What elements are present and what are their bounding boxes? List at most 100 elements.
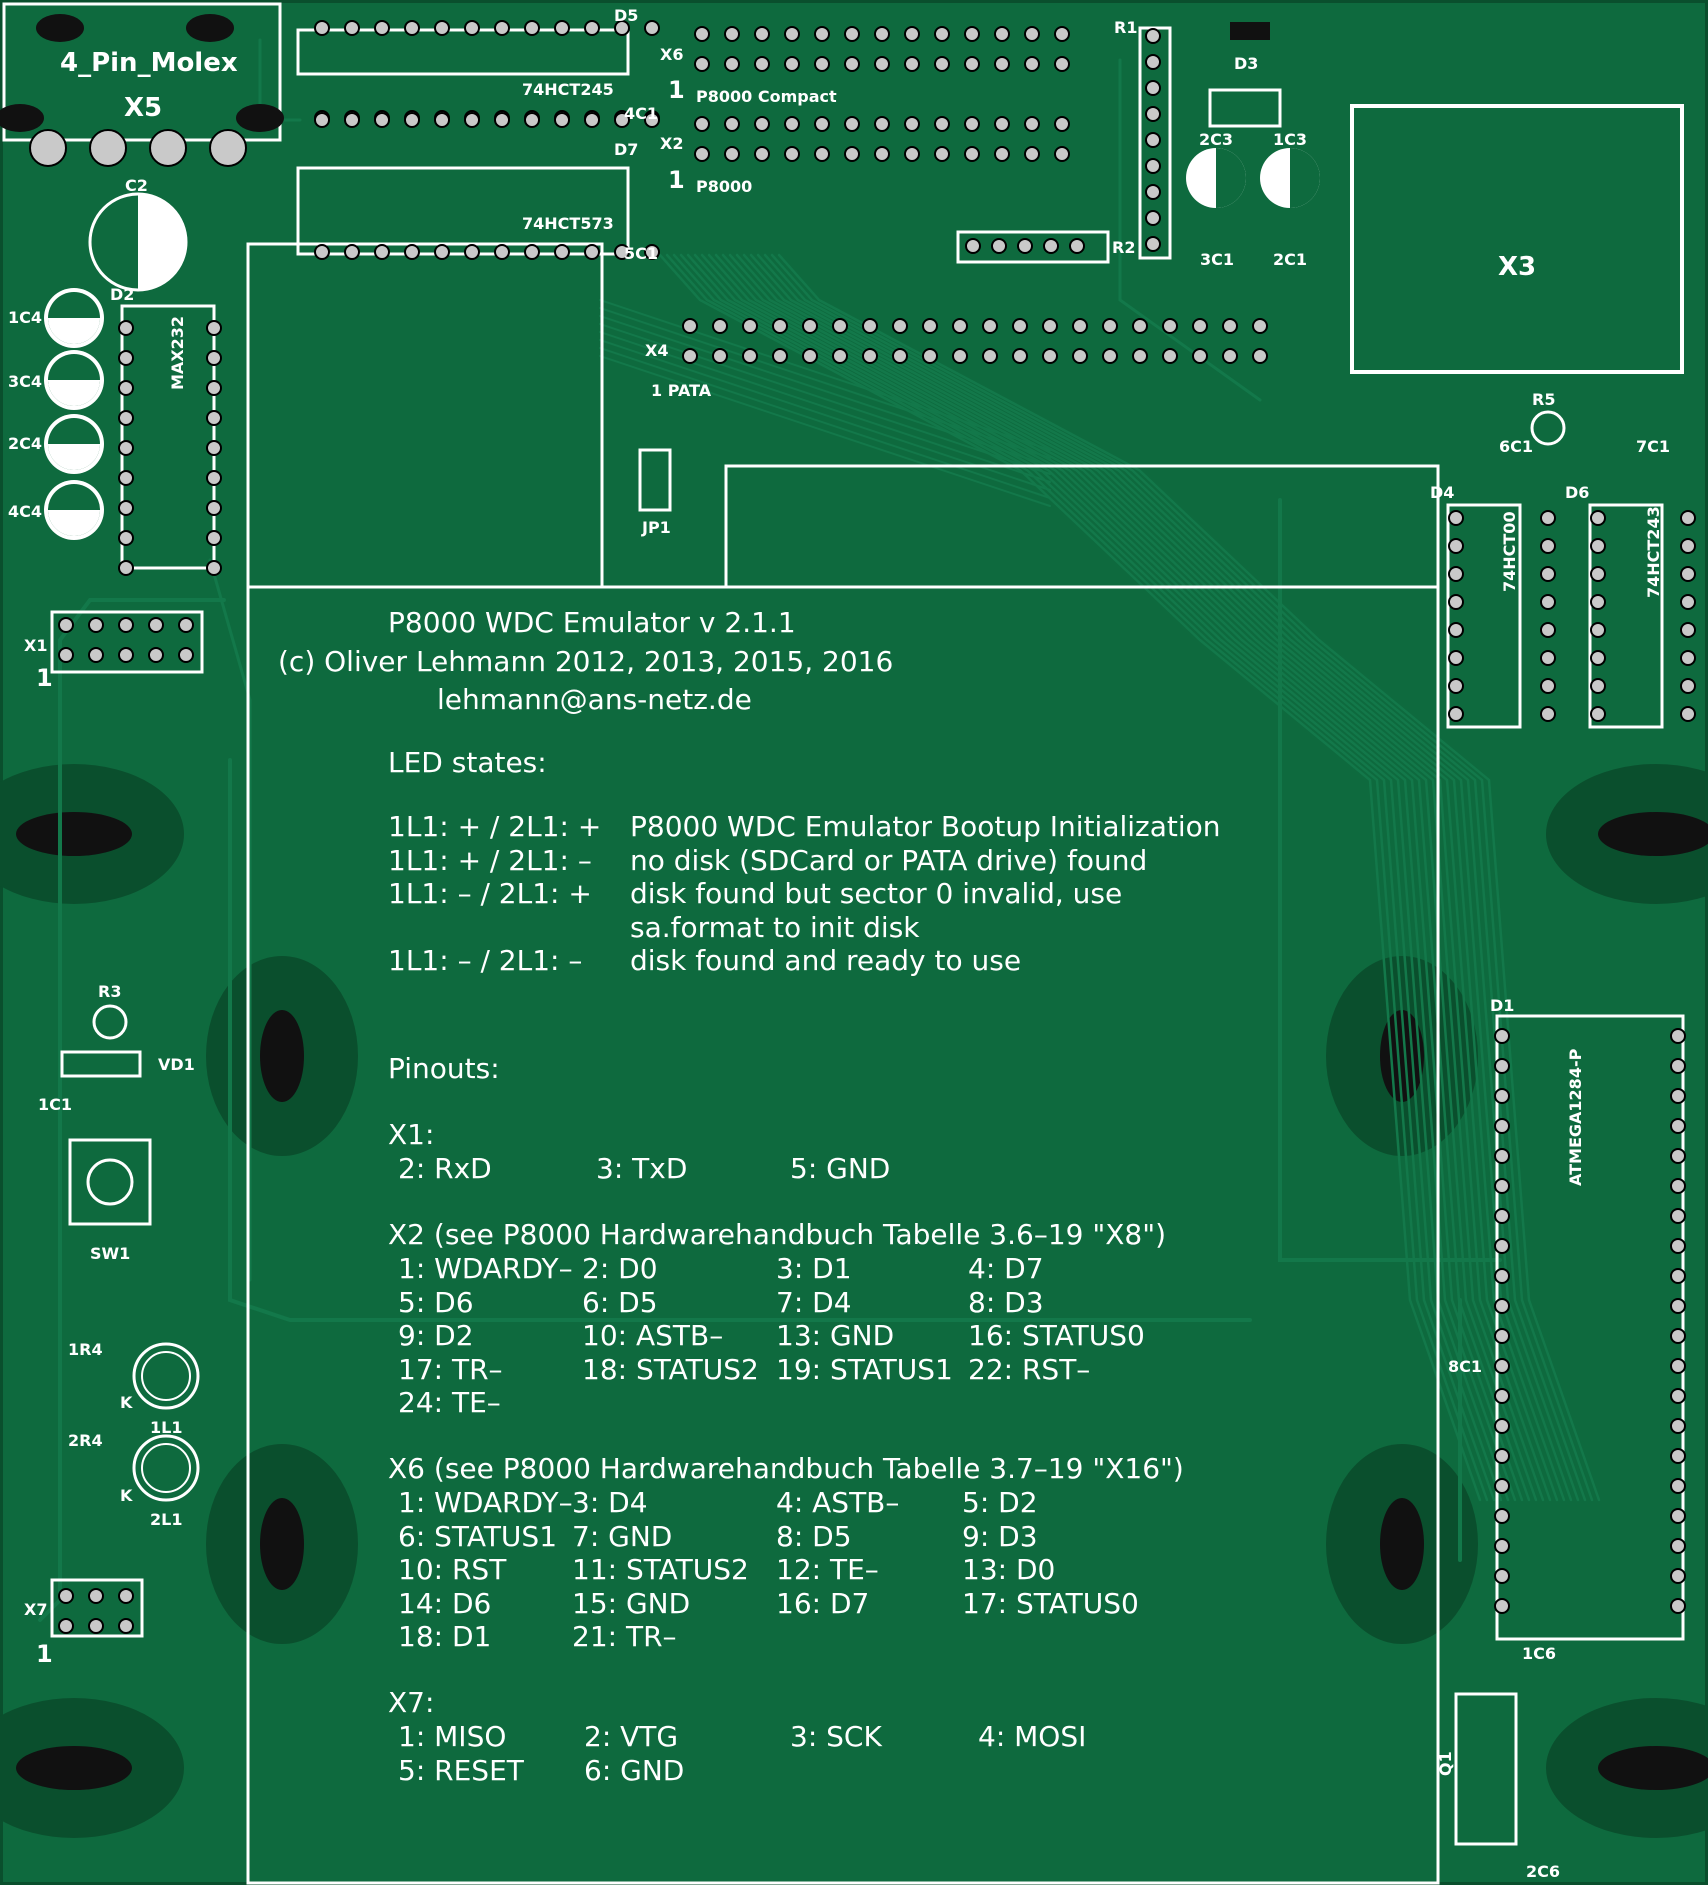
atmega-pin [1670, 1058, 1686, 1074]
header-pin [904, 56, 920, 72]
max232-pin [118, 440, 134, 456]
header-pin [994, 146, 1010, 162]
max232-pin [118, 410, 134, 426]
header-pin [874, 146, 890, 162]
header-pin [844, 26, 860, 42]
header-pin [724, 116, 740, 132]
d4-pin [1448, 510, 1464, 526]
r1-pin [1145, 28, 1161, 44]
x7-heading: X7: [388, 1686, 435, 1719]
x6-pin-cell: 16: D7 [776, 1586, 870, 1620]
ic-pin [344, 244, 360, 260]
pata-pin [892, 348, 908, 364]
header-pin [724, 26, 740, 42]
pata-pin [1072, 318, 1088, 334]
c1-3-label: 1C3 [1273, 130, 1308, 149]
d6-pin [1680, 706, 1696, 722]
header-pin [724, 146, 740, 162]
r5-label: R5 [1532, 390, 1556, 409]
c5-1-label: 5C1 [624, 244, 659, 263]
x5-name: 4_Pin_Molex [60, 48, 238, 78]
ic-pin [314, 112, 330, 128]
pata-pin [1252, 348, 1268, 364]
atmega-pin [1494, 1418, 1510, 1434]
molex-tab [36, 14, 84, 42]
x6-pin-cell: 12: TE– [776, 1553, 879, 1586]
d4-pin [1540, 566, 1556, 582]
ic-pin [524, 112, 540, 128]
ic-pin [344, 112, 360, 128]
r1-pin [1145, 184, 1161, 200]
atmega-pin [1494, 1328, 1510, 1344]
ic-pin [614, 112, 630, 128]
r2-pin [1043, 238, 1059, 254]
copper-trace [700, 253, 1524, 1502]
x6-pin-cell: 3: D4 [572, 1486, 648, 1519]
x1-pin [178, 617, 194, 633]
x7-pin-cell: 1: MISO [398, 1720, 507, 1753]
d6-pin [1680, 510, 1696, 526]
header-pin [1054, 146, 1070, 162]
x7-outline [50, 1578, 144, 1638]
d4-pin [1540, 594, 1556, 610]
x6-pin-cell: 18: D1 [398, 1620, 492, 1653]
x6-pin-cell: 21: TR– [572, 1620, 677, 1653]
ic-pin [554, 20, 570, 36]
led-state-desc: sa.format to init disk [630, 910, 920, 944]
c2-label: C2 [125, 176, 148, 195]
x7-pin1: 1 [36, 1640, 53, 1668]
d4-pin [1448, 622, 1464, 638]
atmega-pin [1670, 1208, 1686, 1224]
ic-pin [374, 112, 390, 128]
x2-pin-cell: 22: RST– [968, 1352, 1091, 1386]
pata-pin [742, 318, 758, 334]
copper-trace [599, 347, 1051, 499]
max232-pin [118, 560, 134, 576]
copper-trace [672, 253, 1496, 1502]
ic-pin [554, 244, 570, 260]
cap-marking [48, 318, 100, 344]
pata-pin [1132, 348, 1148, 364]
x6-pin-cell: 1: WDARDY– [398, 1486, 573, 1519]
d6-pin [1680, 594, 1696, 610]
d4-pin [1448, 706, 1464, 722]
header-pin [934, 116, 950, 132]
x4-label: 1 PATA [651, 381, 712, 400]
ic-pin [404, 112, 420, 128]
copper-trace [228, 758, 1252, 1322]
pata-pin [1012, 318, 1028, 334]
x7-pin-cell: 3: SCK [790, 1720, 882, 1753]
copper-trace [693, 253, 1517, 1502]
ic-pin [554, 112, 570, 128]
header-pin [694, 146, 710, 162]
led-outline [132, 1434, 200, 1502]
x7-pin-cell: 4: MOSI [978, 1720, 1087, 1753]
max232-pin [206, 410, 222, 426]
atmega-pin [1670, 1088, 1686, 1104]
x1-ref: X1 [24, 636, 48, 655]
d4-pin [1540, 538, 1556, 554]
ic-pin [434, 20, 450, 36]
d6-pin [1590, 678, 1606, 694]
pata-pin [1192, 318, 1208, 334]
d4-pin [1448, 678, 1464, 694]
header-pin [844, 56, 860, 72]
vd1-outline [60, 1050, 142, 1078]
header-pin [814, 56, 830, 72]
q1-label: Q1 [1436, 1751, 1455, 1776]
atmega-pin [1494, 1388, 1510, 1404]
x2-pin-cell: 1: WDARDY– [398, 1252, 573, 1285]
d4-pin [1448, 538, 1464, 554]
x1-pin-cell: 5: GND [790, 1152, 891, 1185]
ic-pin [434, 244, 450, 260]
d6-pin [1680, 622, 1696, 638]
header-pin [694, 56, 710, 72]
atmega-pin [1670, 1238, 1686, 1254]
atmega-pin [1494, 1298, 1510, 1314]
header-pin [754, 116, 770, 132]
c2-1-label: 2C1 [1273, 250, 1308, 269]
x6-pin-cell: 4: ASTB– [776, 1486, 900, 1519]
atmega-pin [1670, 1148, 1686, 1164]
x6-pin-cell: 14: D6 [398, 1586, 492, 1620]
led-state-desc: no disk (SDCard or PATA drive) found [630, 843, 1148, 877]
